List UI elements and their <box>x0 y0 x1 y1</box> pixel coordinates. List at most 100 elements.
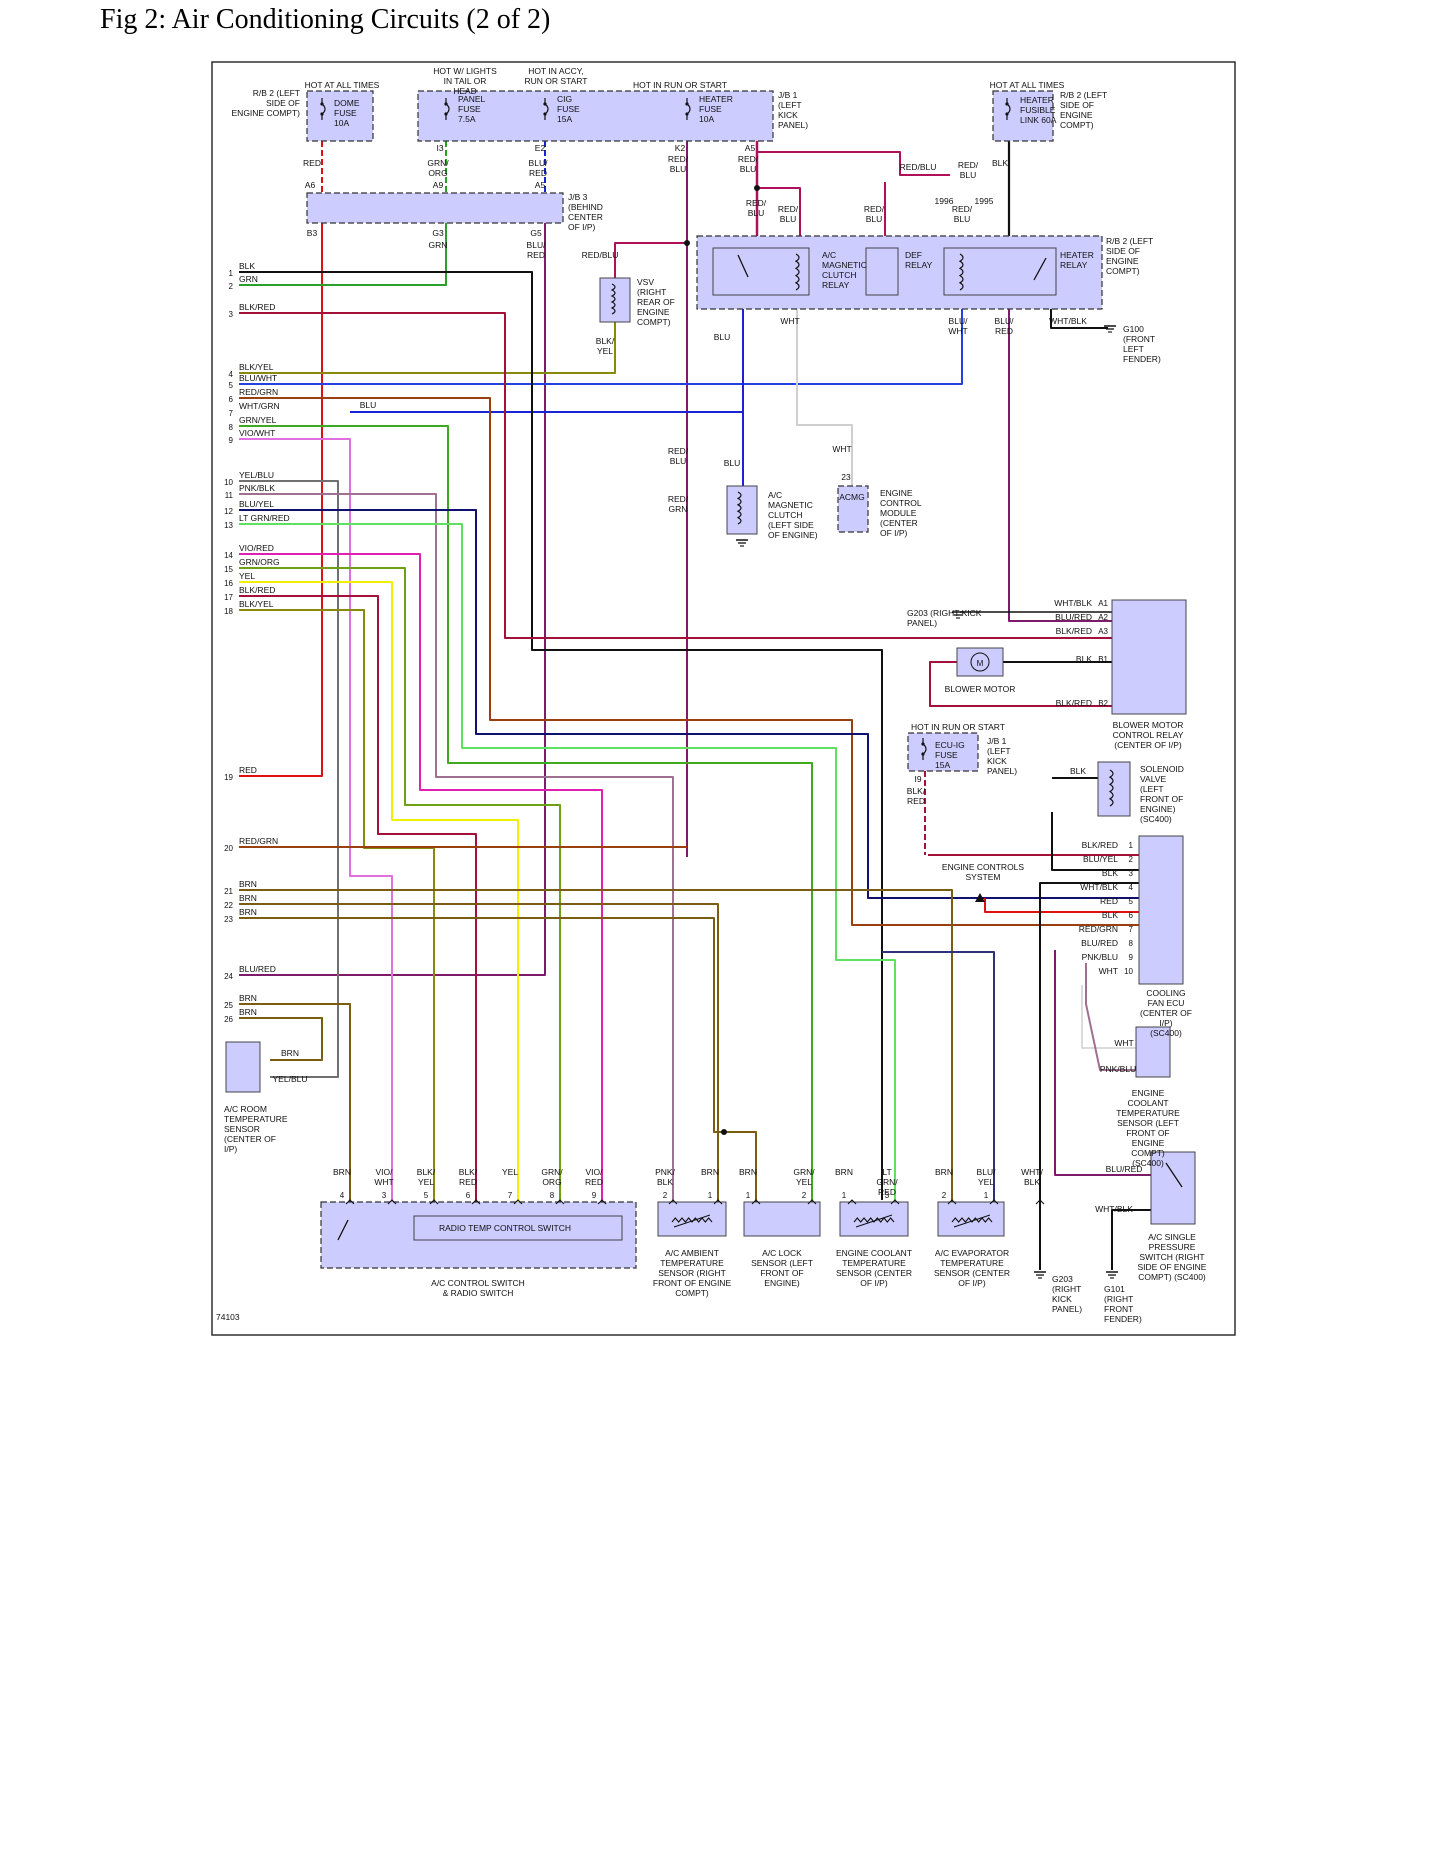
blower-relay-wire-label: WHT/BLK <box>1054 598 1092 608</box>
cooling-wire-label: BLK/RED <box>1082 840 1118 850</box>
pressure-switch-box <box>1150 1151 1196 1225</box>
connector-icon <box>947 1199 957 1205</box>
left-pin-wire-label: GRN/YEL <box>239 415 277 425</box>
thermistor-icon <box>951 1214 993 1228</box>
wire-blured-heater <box>1008 309 1112 622</box>
bottom-pin-number: 7 <box>508 1191 513 1200</box>
ect-right-box <box>1135 1026 1171 1078</box>
wire-blured-24 <box>239 223 546 976</box>
connector-icon <box>471 1199 481 1205</box>
wire-label: A9 <box>433 180 444 190</box>
wire-brn-21 <box>239 889 953 1202</box>
left-pin-number: 14 <box>224 551 233 560</box>
left-pin-wire-label: RED/GRN <box>239 836 278 846</box>
radio-switch-box <box>413 1215 623 1241</box>
cooling-pin: 7 <box>1129 925 1134 934</box>
relay-coil-icon <box>958 253 964 291</box>
ecu-fuse-icon <box>921 738 927 760</box>
wire-label: G5 <box>530 228 542 238</box>
bottom-pin-number: 3 <box>885 1191 890 1200</box>
wire-label: GRN <box>429 240 448 250</box>
wire-label: BLU/RED <box>995 316 1015 336</box>
cooling-pin: 3 <box>1129 869 1134 878</box>
heater-link-icon <box>1005 98 1011 120</box>
left-pin-number: 17 <box>224 593 233 602</box>
wire-blkyel-4 <box>239 322 616 374</box>
cooling-pin: 1 <box>1129 841 1134 850</box>
left-pin-wire-label: BLK/RED <box>239 585 275 595</box>
dome-fuse-icon <box>320 98 326 120</box>
wire-yel-16 <box>239 581 519 1202</box>
wire-label: RED/BLU <box>746 198 767 218</box>
wire-label: BLK/YEL <box>596 336 615 356</box>
cooling-pin: 8 <box>1129 939 1134 948</box>
left-pin-wire-label: LT GRN/RED <box>239 513 290 523</box>
left-pin-wire-label: BRN <box>239 879 257 889</box>
bottom-pin-number: 5 <box>424 1191 429 1200</box>
room-sensor-box <box>225 1041 261 1093</box>
left-pin-wire-label: BRN <box>239 907 257 917</box>
left-pin-number: 4 <box>229 370 234 379</box>
wire-g100 <box>1050 309 1108 329</box>
bottom-pin-number: 2 <box>942 1191 947 1200</box>
wire-redblu-mid <box>757 187 801 236</box>
bottom-wire-label: GRN/ORG <box>541 1167 563 1187</box>
wire-redblu-vsv <box>614 242 687 278</box>
radio-switch-label: RADIO TEMP CONTROL SWITCH <box>439 1223 571 1233</box>
cooling-wire-label: BLK <box>1102 868 1118 878</box>
wire-label: 1995 <box>975 196 994 206</box>
cooling-wire-label: PNK/BLU <box>1082 952 1118 962</box>
wire-label: BLU <box>714 332 731 342</box>
ground-icon <box>736 539 748 547</box>
def-relay <box>865 247 899 296</box>
blower-relay-box <box>1111 599 1187 715</box>
wire-red-19 <box>239 223 323 777</box>
solenoid-box <box>1097 761 1131 817</box>
wire-blu-7 <box>350 309 744 413</box>
wire-pnkblu <box>1085 963 1136 1071</box>
bottom-wire-label: VIO/RED <box>585 1167 603 1187</box>
cooling-wire-label: WHT/BLK <box>1080 882 1118 892</box>
wire-brn-25 <box>239 1003 351 1202</box>
wire-label: 1996 <box>935 196 954 206</box>
bottom-pin-number: 1 <box>746 1191 751 1200</box>
left-pin-number: 12 <box>224 507 233 516</box>
bottom-wire-label: BLK/RED <box>459 1167 478 1187</box>
ecu-ig-fuse-box <box>907 732 979 772</box>
jb1-fuse-box <box>417 90 774 142</box>
left-pin-wire-label: BRN <box>239 993 257 1003</box>
bottom-pin-number: 1 <box>708 1191 713 1200</box>
left-pin-number: 11 <box>225 491 234 500</box>
wire-viored-14 <box>239 553 603 1202</box>
wire-label: RED/BLU <box>778 204 799 224</box>
thermistor-icon <box>853 1214 895 1228</box>
left-pin-number: 9 <box>229 436 234 445</box>
wire-grnyel-8 <box>239 425 813 1202</box>
left-pin-wire-label: RED/GRN <box>239 387 278 397</box>
cooling-pin: 2 <box>1129 855 1134 864</box>
evap-sensor-box <box>937 1201 1005 1237</box>
cooling-wire-label: BLU/RED <box>1081 938 1118 948</box>
wire-label: BRN <box>281 1048 299 1058</box>
power-label-dome: HOT AT ALL TIMES <box>305 80 380 90</box>
switch-icon <box>737 254 1047 281</box>
blower-relay-wire-label: BLU/RED <box>1055 612 1092 622</box>
wire-label: B3 <box>307 228 318 238</box>
left-pin-wire-label: WHT/GRN <box>239 401 280 411</box>
blower-relay-pin: B2 <box>1098 699 1108 708</box>
blower-relay-pin: A1 <box>1098 599 1108 608</box>
left-pin-wire-label: PNK/BLK <box>239 483 275 493</box>
cooling-wire-label: WHT <box>1099 966 1118 976</box>
